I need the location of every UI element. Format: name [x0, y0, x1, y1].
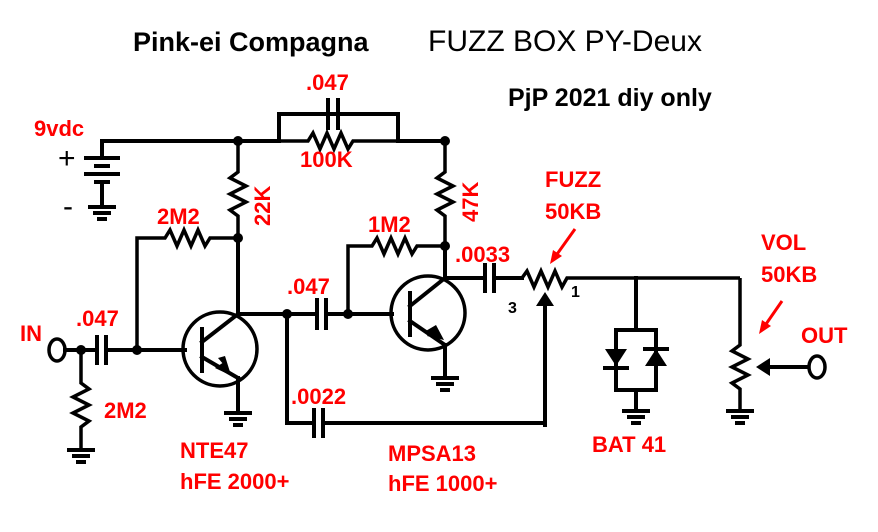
output-jack-icon[interactable] — [807, 354, 827, 380]
fuzz-wiper-arrow-icon — [536, 292, 554, 306]
fuzz-pot-name: FUZZ — [545, 167, 601, 192]
feedback-resistor — [279, 128, 398, 154]
battery-icon — [84, 139, 240, 208]
collector-resistor-1 — [226, 141, 250, 238]
power-label: 9vdc — [34, 116, 84, 141]
fuzz-pointer-arrow-icon — [550, 228, 577, 264]
title-part1: Pink-ei Compagna — [133, 27, 370, 57]
q2-part-label: MPSA13 — [388, 441, 476, 466]
feedback-cap-label: .047 — [306, 70, 349, 95]
fuzz-pot[interactable] — [520, 266, 740, 292]
bias-resistor-1 — [135, 225, 238, 350]
transistor-q2-icon — [389, 274, 467, 378]
feedback-capacitor — [277, 98, 400, 130]
q2-hfe-label: hFE 1000+ — [388, 471, 497, 496]
diodes-label: BAT 41 — [592, 432, 666, 457]
fuzz-pin-3: 3 — [508, 300, 517, 317]
ground-icon — [431, 376, 459, 392]
ground-icon — [88, 205, 116, 221]
bypass-capacitor — [312, 408, 547, 438]
input-jack-icon[interactable] — [47, 337, 67, 363]
output-label: OUT — [801, 323, 848, 348]
input-capacitor — [95, 335, 139, 365]
clipping-diodes-icon — [603, 328, 669, 412]
volume-pot-value: 50KB — [761, 262, 817, 287]
bias-resistor-2-label: 1M2 — [368, 212, 411, 237]
volume-wiper-arrow-icon — [756, 358, 770, 376]
bias-resistor-2 — [346, 233, 445, 314]
q1-hfe-label: hFE 2000+ — [180, 469, 289, 494]
bypass-cap-label: .0022 — [291, 384, 346, 409]
input-resistor — [69, 350, 93, 448]
volume-pot-name: VOL — [761, 230, 806, 255]
bias-resistor-1-label: 2M2 — [157, 204, 200, 229]
feedback-resistor-label: 100K — [300, 147, 353, 172]
ground-icon — [224, 411, 252, 427]
interstage-capacitor — [315, 298, 394, 330]
transistor-q1-icon — [181, 310, 259, 414]
subtitle: PjP 2021 diy only — [508, 84, 712, 112]
plus-sign: + — [58, 142, 76, 175]
volume-pointer-arrow-icon — [759, 300, 784, 334]
minus-sign: - — [63, 190, 73, 223]
title-part2: FUZZ BOX PY-Deux — [428, 25, 702, 58]
q1-part-label: NTE47 — [180, 438, 248, 463]
output-cap-label: .0033 — [455, 242, 510, 267]
ground-icon — [622, 409, 650, 425]
collector-resistor-1-label: 22K — [250, 186, 275, 226]
fuzz-pot-value: 50KB — [545, 199, 601, 224]
output-capacitor — [483, 263, 524, 293]
input-resistor-label: 2M2 — [104, 398, 147, 423]
input-label: IN — [20, 321, 42, 346]
fuzz-pin-1: 1 — [571, 284, 580, 301]
interstage-cap-label: .047 — [287, 274, 330, 299]
collector-resistor-2-label: 47K — [458, 182, 483, 222]
ground-icon — [726, 409, 754, 425]
volume-pot[interactable] — [728, 278, 752, 410]
input-cap-label: .047 — [76, 306, 119, 331]
ground-icon — [67, 448, 95, 464]
collector-resistor-2 — [433, 141, 457, 246]
